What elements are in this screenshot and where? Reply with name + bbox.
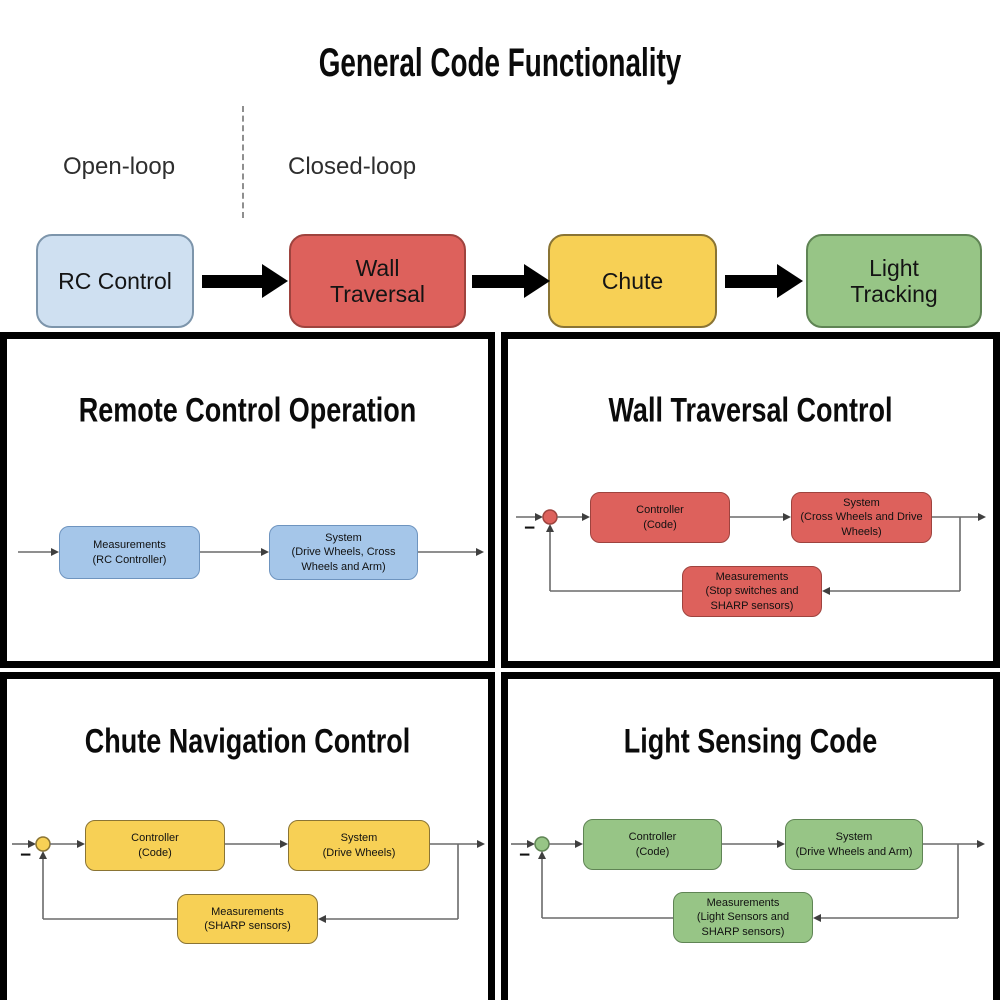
controller-box: Controller (Code) [583, 819, 722, 870]
closed-loop-label: Closed-loop [288, 153, 417, 180]
quadrant-title: Light Sensing Code [623, 722, 878, 761]
arrow-right-icon [725, 275, 778, 288]
measurements-box: Measurements (Stop switches and SHARP se… [682, 566, 822, 617]
measurements-box: Measurements (SHARP sensors) [177, 894, 318, 944]
flow-box-wall-traversal: Wall Traversal [289, 234, 466, 328]
closed-loop-connectors [511, 836, 985, 922]
closed-loop-connectors [12, 836, 485, 923]
minus-sign: − [20, 845, 32, 866]
arrow-right-icon [262, 264, 288, 298]
summing-junction [542, 509, 558, 525]
loop-divider-dashed-line [242, 106, 244, 218]
open-loop-label: Open-loop [63, 153, 176, 180]
system-box: System (Cross Wheels and Drive Wheels) [791, 492, 932, 543]
closed-loop-connectors [516, 509, 986, 595]
quadrant-title: Wall Traversal Control [608, 391, 893, 430]
minus-sign: − [519, 845, 531, 866]
system-box: System (Drive Wheels, Cross Wheels and A… [269, 525, 418, 580]
controller-box: Controller (Code) [85, 820, 225, 871]
quadrant-title: Remote Control Operation [78, 391, 417, 430]
measurements-box: Measurements (RC Controller) [59, 526, 200, 579]
flow-box-chute: Chute [548, 234, 717, 328]
system-box: System (Drive Wheels) [288, 820, 430, 871]
arrow-right-icon [472, 275, 525, 288]
arrow-right-icon [202, 275, 263, 288]
quadrant-title: Chute Navigation Control [84, 722, 411, 761]
measurements-box: Measurements (Light Sensors and SHARP se… [673, 892, 813, 943]
system-box: System (Drive Wheels and Arm) [785, 819, 923, 870]
summing-junction [35, 836, 51, 852]
quadrant-remote-control: Remote Control Operation Measurements (R… [0, 332, 495, 668]
arrow-right-icon [777, 264, 803, 298]
page-title: General Code Functionality [318, 40, 682, 86]
minus-sign: − [524, 518, 536, 539]
arrow-right-icon [524, 264, 550, 298]
quadrant-wall-traversal: Wall Traversal Control − Controller (Cod… [501, 332, 1000, 668]
controller-box: Controller (Code) [590, 492, 730, 543]
summing-junction [534, 836, 550, 852]
quadrant-light-sensing: Light Sensing Code − Controller (Code) S… [501, 672, 1000, 1000]
flow-box-light-tracking: Light Tracking [806, 234, 982, 328]
open-loop-connectors [18, 548, 484, 556]
quadrant-chute-navigation: Chute Navigation Control − Controller (C… [0, 672, 495, 1000]
flow-box-rc-control: RC Control [36, 234, 194, 328]
